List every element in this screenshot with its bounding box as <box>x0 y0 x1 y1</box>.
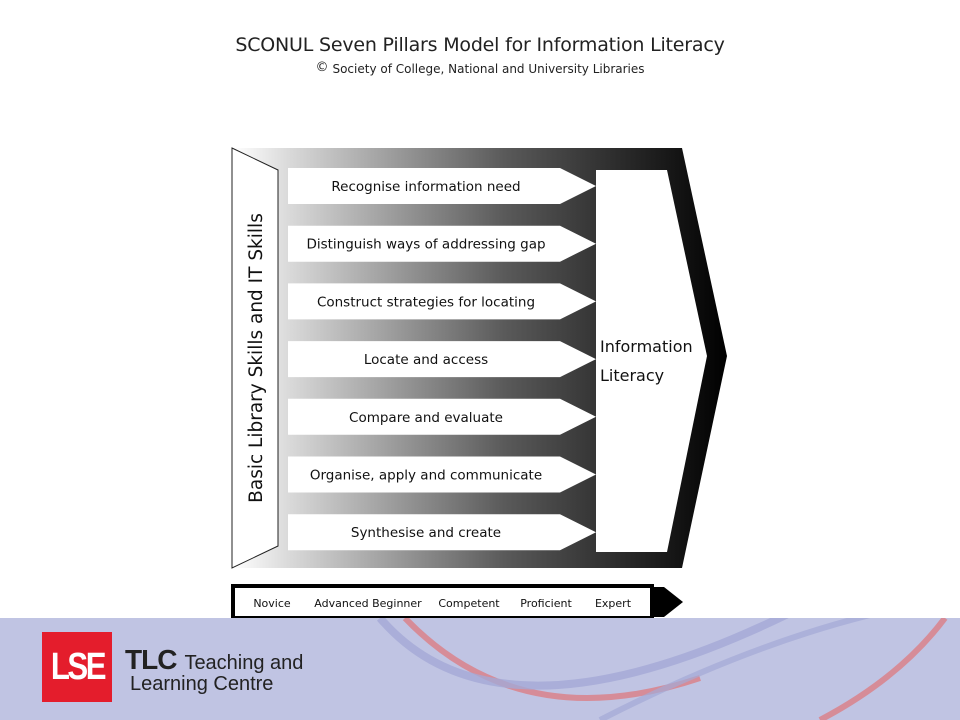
pillar-label: Recognise information need <box>331 179 520 195</box>
tlc-line2: Learning Centre <box>130 673 274 695</box>
subtitle-text: Society of College, National and Univers… <box>332 62 645 76</box>
side-label-panel <box>231 147 279 569</box>
tlc-abbreviation: TLC <box>125 644 177 675</box>
scale-label: Proficient <box>520 597 572 610</box>
pillar-arrow <box>288 456 596 493</box>
pillar-label: Locate and access <box>364 352 488 368</box>
pillar-label: Construct strategies for locating <box>317 294 535 310</box>
pillar-arrow <box>288 341 596 378</box>
pillar-label: Organise, apply and communicate <box>310 468 542 484</box>
footer-band: LSE TLC Teaching and Learning Centre <box>0 618 960 720</box>
scale-arrow-head <box>652 587 683 617</box>
pillar-arrow <box>288 514 596 551</box>
information-literacy-box <box>596 170 707 552</box>
pillar-arrow <box>288 168 596 204</box>
diagram-title: SCONUL Seven Pillars Model for Informati… <box>235 34 725 56</box>
diagram-subtitle: ©Society of College, National and Univer… <box>0 60 960 76</box>
side-label-text: Basic Library Skills and IT Skills <box>246 213 267 503</box>
pillar-label: Distinguish ways of addressing gap <box>306 237 545 253</box>
tlc-line1: Teaching and <box>184 652 304 674</box>
lse-logo: LSE <box>42 632 112 702</box>
pillar-label: Compare and evaluate <box>349 410 503 426</box>
lse-logo-text: LSE <box>50 645 106 688</box>
tlc-branding: TLC Teaching and Learning Centre <box>125 644 303 696</box>
scale-label: Competent <box>438 597 500 610</box>
pillar-arrow <box>288 398 596 435</box>
footer-arcs <box>376 618 948 720</box>
copyright-symbol: © <box>315 60 329 75</box>
pillar-arrow <box>288 225 596 262</box>
target-label-line1: Information <box>600 337 693 356</box>
scale-label: Advanced Beginner <box>314 597 422 610</box>
pillar-arrow <box>288 283 596 320</box>
pillar-label: Synthesise and create <box>351 525 501 541</box>
proficiency-scale: Novice Advanced Beginner Competent Proficie… <box>253 597 631 610</box>
target-label-line2: Literacy <box>600 366 664 385</box>
scale-label: Expert <box>595 597 632 610</box>
scale-label: Novice <box>253 597 291 610</box>
